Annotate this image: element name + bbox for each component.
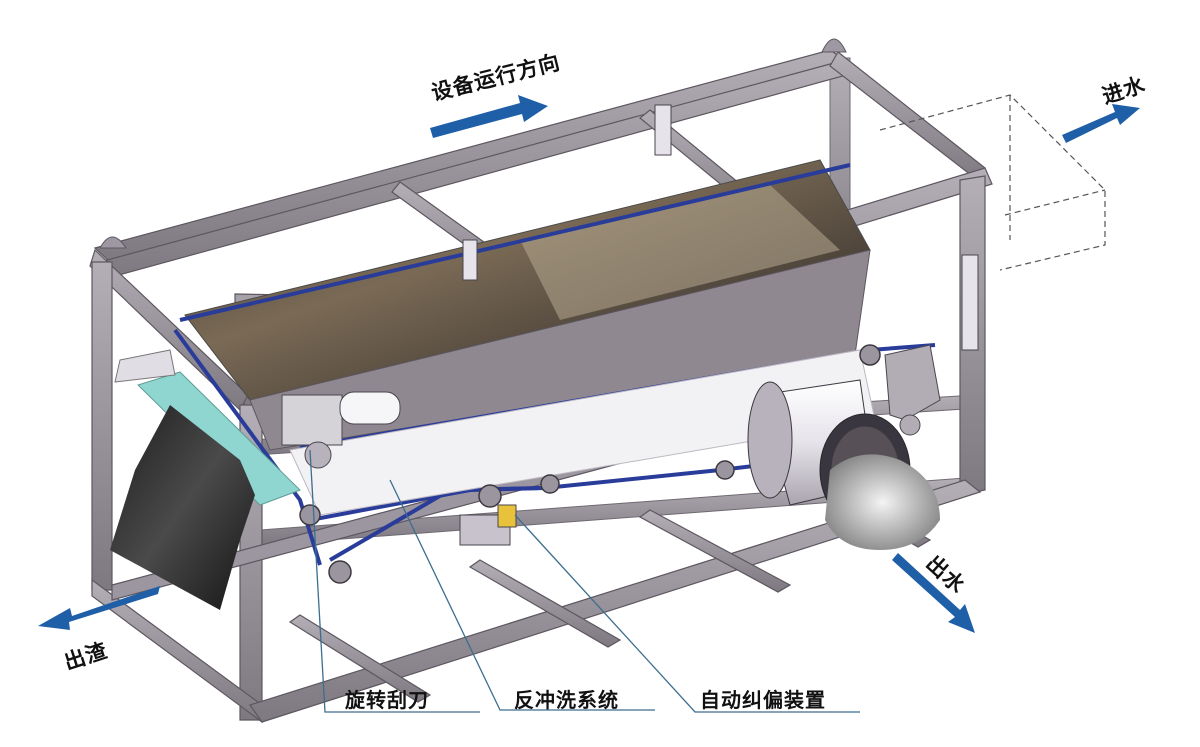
leader-lines xyxy=(309,449,860,713)
slag-discharge xyxy=(110,349,301,610)
cylinders xyxy=(462,104,979,351)
callout-rotary-scraper: 旋转刮刀 xyxy=(345,688,429,712)
direction-arrow xyxy=(430,95,548,138)
screen-trough xyxy=(184,159,871,451)
inlet-dashed-box xyxy=(879,94,1106,271)
rollers xyxy=(299,344,881,584)
water-out-arrow xyxy=(892,553,975,633)
outlet-pipe xyxy=(747,379,940,550)
flow-arrows xyxy=(38,95,1140,633)
deviation-linkage xyxy=(884,344,941,436)
auto-rectifier-device xyxy=(459,504,517,546)
callout-auto-rectifier: 自动纠偏装置 xyxy=(700,688,826,712)
water-in-arrow xyxy=(1062,104,1140,143)
callout-backwash-system: 反冲洗系统 xyxy=(514,688,619,712)
slag-out-arrow xyxy=(38,586,160,630)
lifting-lugs xyxy=(99,38,847,249)
rotary-scraper-motor xyxy=(281,391,401,469)
